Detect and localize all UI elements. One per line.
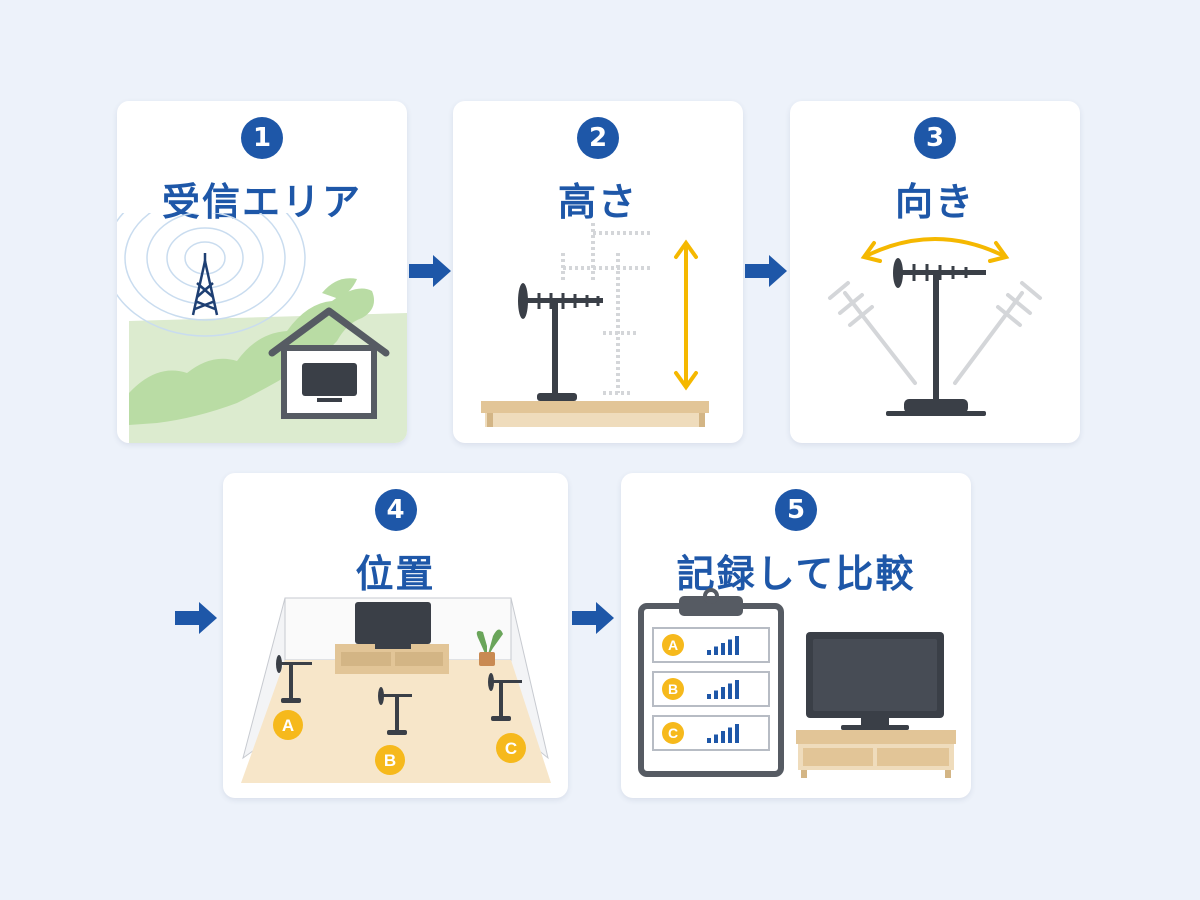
record-row: A (652, 627, 770, 663)
step-card-height: 2 高さ (453, 101, 743, 443)
signal-bar (707, 738, 711, 743)
record-label: A (668, 637, 678, 653)
step-card-record-compare: 5 記録して比較 A B C (621, 473, 971, 798)
step-title: 受信エリア (161, 180, 362, 224)
signal-bar (707, 650, 711, 655)
room-illustration: A B C (241, 597, 551, 783)
rotation-arrow-icon (860, 237, 1010, 263)
wooden-shelf (481, 401, 709, 427)
record-label: C (668, 725, 678, 741)
step-number-badge: 2 (577, 117, 619, 159)
signal-bar (707, 694, 711, 699)
tv-icon (806, 632, 944, 730)
step-card-direction: 3 向き (790, 101, 1080, 443)
flow-arrow-icon (572, 602, 614, 634)
step-number-badge: 4 (374, 489, 417, 531)
height-double-arrow-icon (674, 239, 698, 391)
antenna-icon (518, 283, 603, 401)
step-number-badge: 5 (775, 489, 817, 531)
position-badge-a (273, 710, 303, 740)
step-number-badge: 1 (241, 117, 283, 159)
signal-bar (721, 643, 725, 655)
step-title: 記録して比較 (676, 552, 916, 596)
signal-bar (714, 690, 718, 699)
record-row: C (652, 715, 770, 751)
record-row-box (652, 715, 770, 751)
signal-bar (728, 639, 732, 655)
step-title: 高さ (557, 180, 638, 224)
direction-illustration (828, 237, 1042, 416)
step-card-reception-area: 1 受信エリア (117, 101, 407, 443)
ghost-antenna-icon (561, 223, 653, 395)
position-label-b: B (384, 751, 396, 770)
tv-icon (302, 363, 357, 396)
step-title: 向き (894, 180, 975, 224)
antenna-icon (488, 673, 522, 721)
flow-arrow-icon (175, 602, 217, 634)
transmission-tower-icon (191, 253, 219, 316)
antenna-icon (886, 258, 986, 416)
signal-bar (735, 724, 739, 743)
signal-bar (728, 683, 732, 699)
tv-stand-icon (796, 730, 956, 778)
antenna-icon (276, 655, 312, 703)
record-badge (662, 634, 684, 656)
step-number-badge: 3 (914, 117, 956, 159)
flow-arrow-icon (409, 255, 451, 287)
signal-bar (735, 680, 739, 699)
house-icon (268, 307, 390, 419)
step-title: 位置 (355, 552, 436, 596)
record-badge (662, 678, 684, 700)
signal-bar (721, 731, 725, 743)
record-row: B (652, 671, 770, 707)
tv-icon (355, 602, 431, 649)
height-illustration (481, 223, 709, 427)
step-card-position: 4 位置 (223, 473, 568, 798)
plant-icon (476, 629, 503, 666)
reception-area-illustration (117, 213, 407, 443)
antenna-icon (378, 687, 412, 735)
position-label-a: A (282, 716, 294, 735)
signal-bar (735, 636, 739, 655)
flow-arrow-icon (745, 255, 787, 287)
record-compare-illustration: A B C (638, 588, 956, 778)
position-badge-b (375, 745, 405, 775)
signal-bar (721, 687, 725, 699)
record-badge (662, 722, 684, 744)
record-label: B (668, 681, 678, 697)
signal-bar (728, 727, 732, 743)
signal-bar (714, 734, 718, 743)
ghost-antenna-icon (828, 281, 1042, 385)
signal-bar (714, 646, 718, 655)
position-badge-c (496, 733, 526, 763)
position-label-c: C (505, 739, 517, 758)
